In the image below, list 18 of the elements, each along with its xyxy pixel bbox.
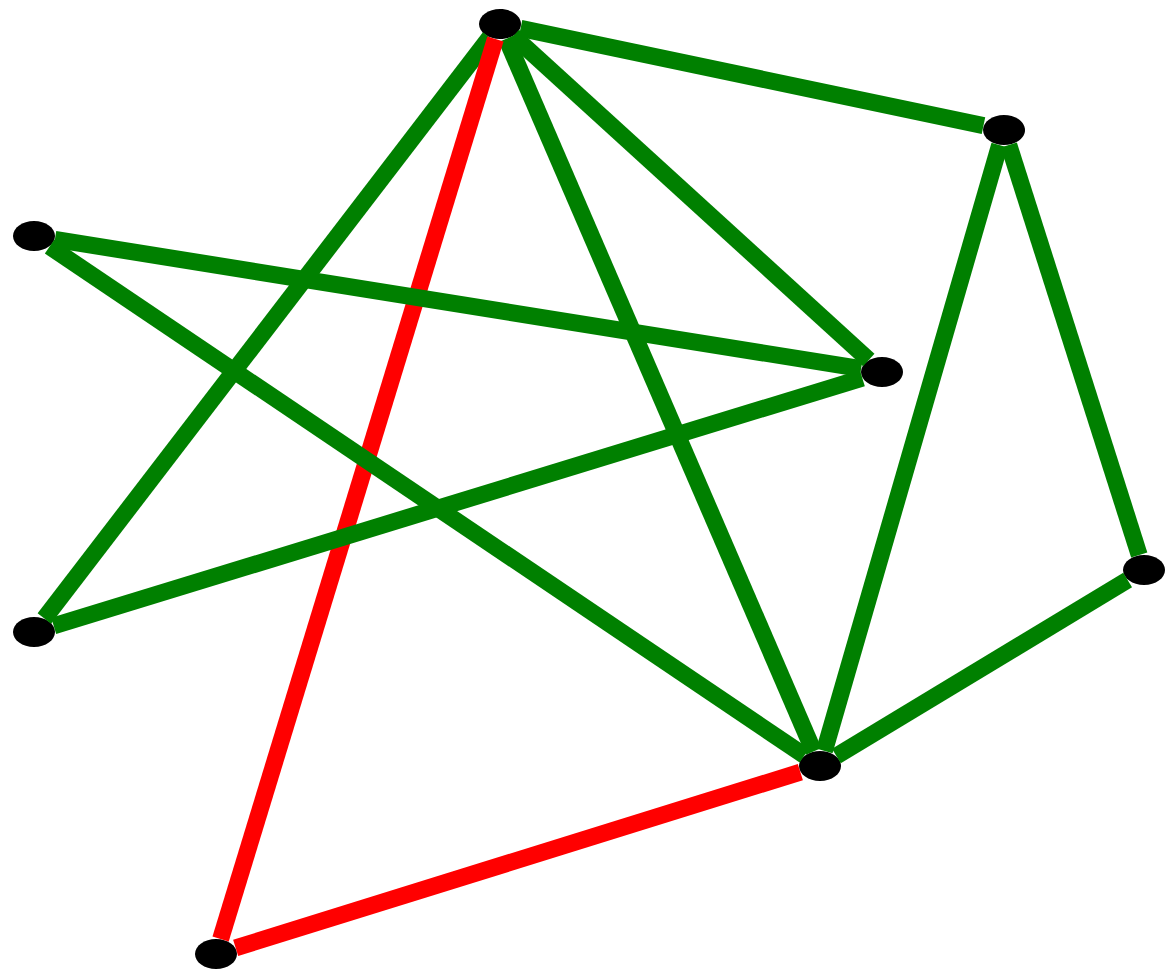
graph-edge: [53, 230, 863, 378]
graph-edge: [1000, 142, 1148, 558]
graph-edge: [832, 572, 1133, 764]
graph-edge: [212, 36, 504, 942]
graph-edge: [51, 369, 865, 635]
graph-edge: [44, 239, 810, 763]
vertex-dot: [13, 221, 55, 251]
vertex-dot: [861, 357, 903, 387]
graph-edge: [233, 764, 803, 956]
vertex-dot: [479, 9, 521, 39]
vertex-dot: [1123, 555, 1165, 585]
graph-edge: [816, 142, 1008, 754]
vertex-dot: [799, 751, 841, 781]
vertex-dot: [13, 617, 55, 647]
graph-edge: [518, 20, 986, 134]
vertex-dot: [195, 939, 237, 969]
vertex-dot: [983, 115, 1025, 145]
graph-edge: [498, 35, 822, 755]
